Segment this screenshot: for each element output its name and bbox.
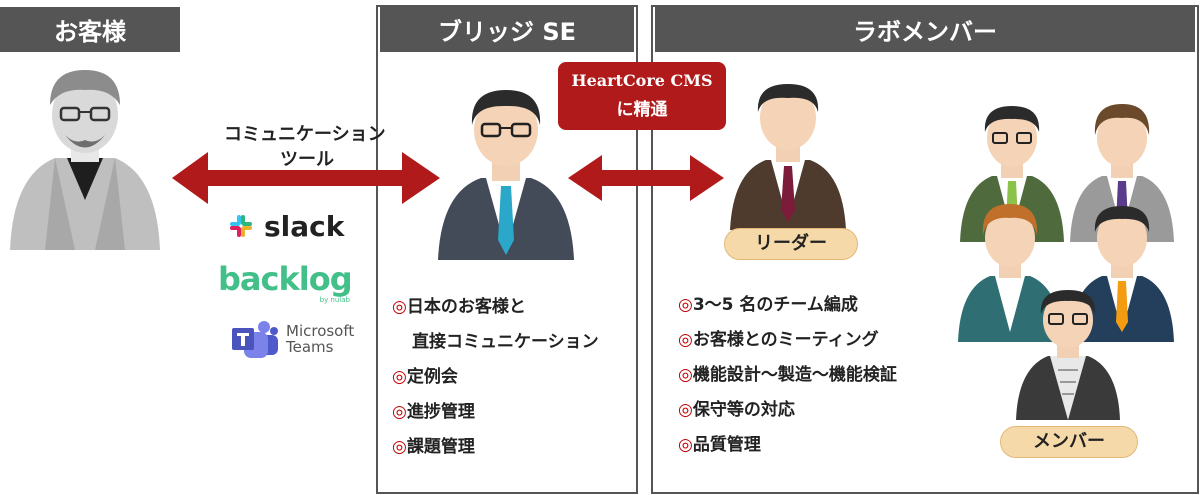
- list-item: ◎3～5 名のチーム編成: [678, 288, 897, 323]
- cms-badge-line2: に精通: [616, 100, 668, 120]
- list-item: ◎機能設計～製造～機能検証: [678, 358, 897, 393]
- leader-figure: [730, 84, 846, 230]
- list-item-text: 進捗管理: [406, 402, 475, 422]
- backlog-text: backlog: [218, 260, 353, 298]
- list-item-text: 保守等の対応: [692, 400, 795, 420]
- list-item: 直接コミュニケーション: [392, 325, 599, 360]
- list-item-text: お客様とのミーティング: [692, 330, 879, 350]
- arrow-se-lab: [568, 155, 724, 201]
- bullet-mark: ◎: [392, 437, 407, 457]
- slack-text: slack: [264, 209, 345, 243]
- comm-tool-label-line2: ツール: [280, 149, 334, 170]
- slack-logo: slack: [226, 209, 345, 243]
- list-item: ◎課題管理: [392, 430, 599, 465]
- list-item-text: 直接コミュニケーション: [412, 332, 599, 352]
- cms-badge: HeartCore CMS に精通: [558, 62, 726, 130]
- cms-badge-line1: HeartCore CMS: [571, 71, 713, 90]
- bullet-mark: ◎: [678, 330, 693, 350]
- bullet-mark: ◎: [392, 367, 407, 387]
- bullet-mark: ◎: [678, 295, 693, 315]
- bridge-se-figure: [438, 90, 574, 260]
- list-item: ◎お客様とのミーティング: [678, 323, 897, 358]
- list-item-text: 定例会: [406, 367, 458, 387]
- member-figure-5: [1016, 290, 1120, 420]
- bullet-mark: ◎: [678, 400, 693, 420]
- teams-text-line2: Teams: [286, 338, 334, 356]
- list-item: ◎定例会: [392, 360, 599, 395]
- list-item-text: 日本のお客様と: [406, 297, 526, 317]
- header-customer: お客様: [0, 7, 180, 52]
- arrow-customer-se: [172, 152, 440, 204]
- panel-bridge-se: [376, 5, 638, 494]
- bridge-se-duties: ◎日本のお客様と 直接コミュニケーション ◎定例会 ◎進捗管理 ◎課題管理: [392, 290, 599, 465]
- bullet-mark: ◎: [678, 435, 693, 455]
- customer-figure: [10, 70, 160, 250]
- backlog-sub-text: by nulab: [319, 296, 350, 304]
- header-bridge-se: ブリッジ SE: [380, 7, 634, 52]
- teams-text-line1: Microsoft: [286, 322, 355, 340]
- teams-icon: [232, 321, 278, 358]
- list-item-text: 機能設計～製造～機能検証: [692, 365, 897, 385]
- leader-pill: リーダー: [724, 228, 858, 260]
- teams-logo: Microsoft Teams: [228, 318, 354, 360]
- list-item: ◎品質管理: [678, 428, 897, 463]
- bullet-mark: ◎: [678, 365, 693, 385]
- member-figure-3: [958, 204, 1062, 342]
- list-item-text: 品質管理: [692, 435, 761, 455]
- member-figure-4: [1070, 206, 1174, 342]
- bullet-mark: ◎: [392, 297, 407, 317]
- bullet-mark: ◎: [392, 402, 407, 422]
- panel-lab-members: [651, 5, 1199, 494]
- list-item: ◎進捗管理: [392, 395, 599, 430]
- backlog-logo: backlog by nulab: [218, 260, 358, 304]
- list-item-text: 課題管理: [406, 437, 475, 457]
- lab-duties: ◎3～5 名のチーム編成 ◎お客様とのミーティング ◎機能設計～製造～機能検証 …: [678, 288, 897, 463]
- list-item: ◎日本のお客様と: [392, 290, 599, 325]
- list-item: ◎保守等の対応: [678, 393, 897, 428]
- list-item-text: 3～5 名のチーム編成: [692, 295, 858, 315]
- comm-tool-label-line1: コミュニケーション: [224, 124, 386, 145]
- slack-icon: [230, 215, 252, 237]
- header-lab-members: ラボメンバー: [655, 7, 1195, 52]
- member-pill: メンバー: [1000, 426, 1138, 458]
